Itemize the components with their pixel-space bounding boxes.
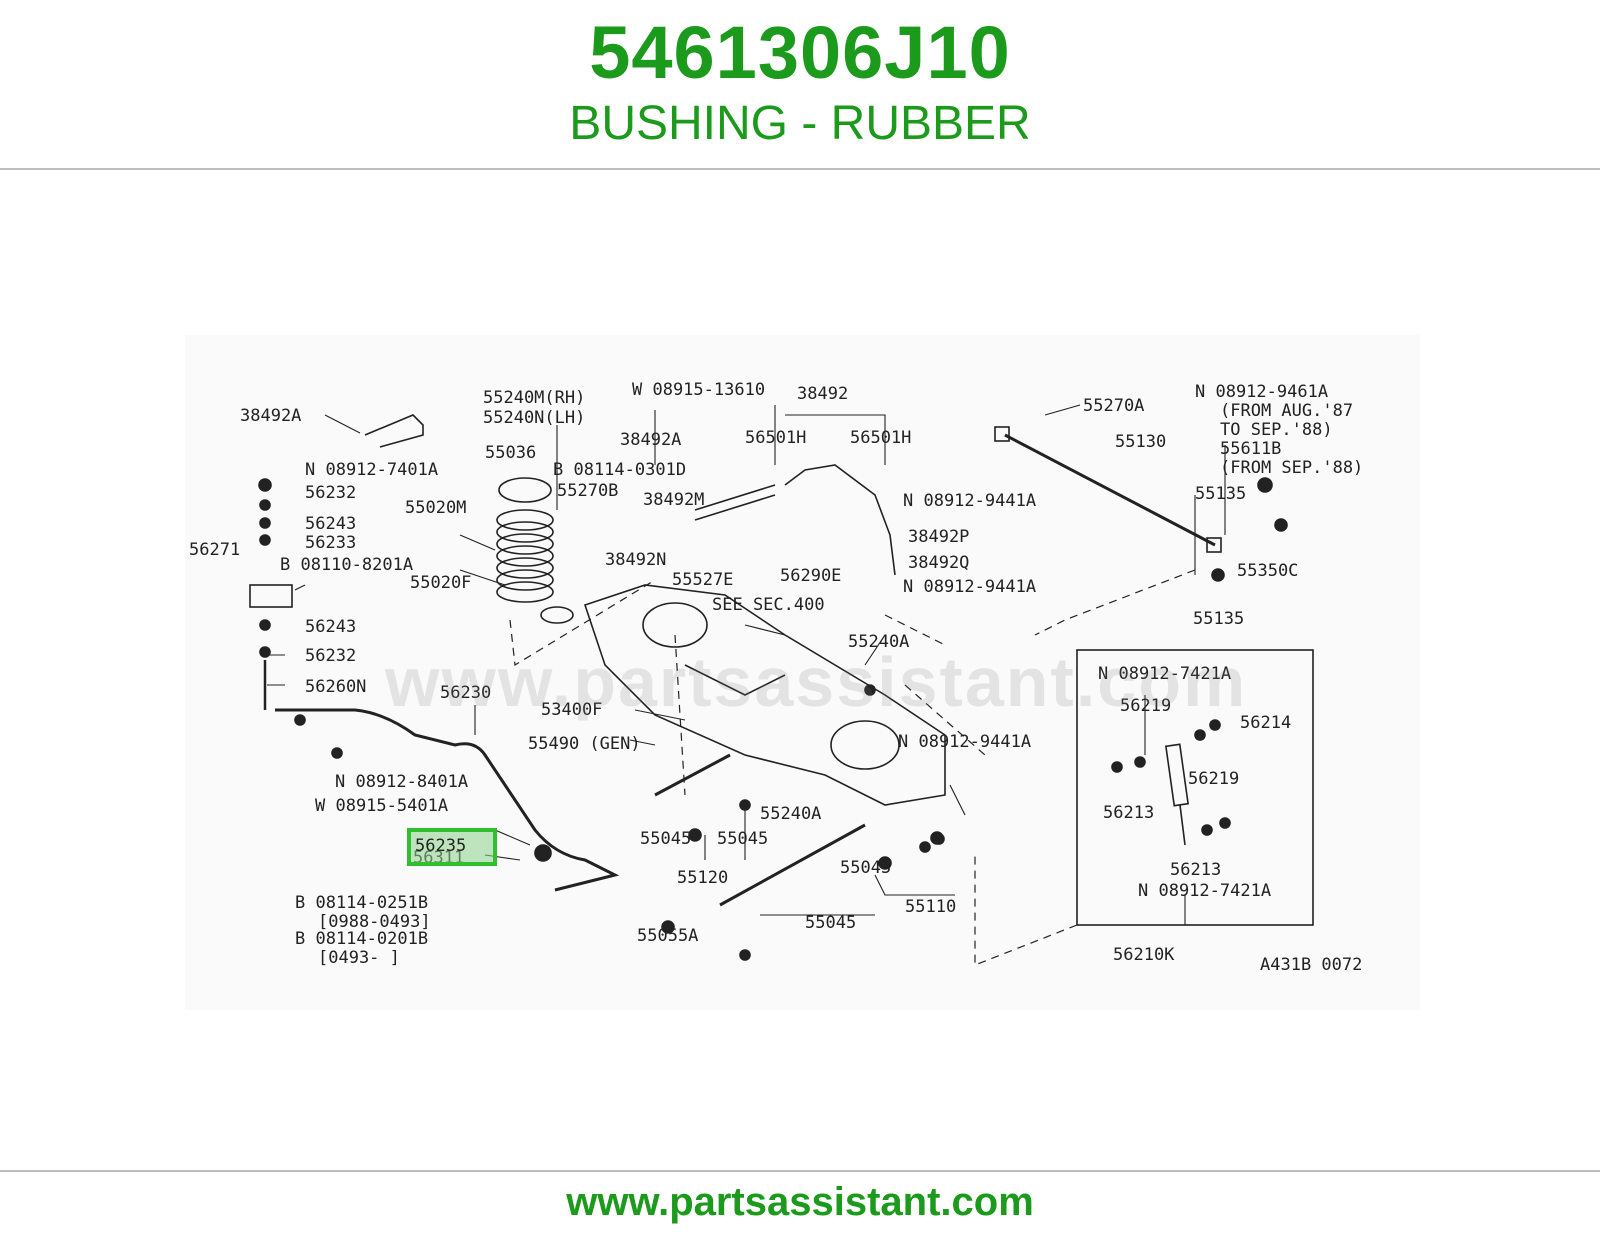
- part-label: 55045: [805, 913, 856, 933]
- part-label: 38492N: [605, 550, 666, 570]
- axle-housing-drawing: [583, 584, 946, 806]
- brake-hose-drawing: [784, 464, 896, 576]
- part-label: N 08912-9441A: [903, 491, 1036, 511]
- lower-link-55110-drawing: [719, 823, 866, 907]
- part-label: 56232: [305, 646, 356, 666]
- part-label: 55020M: [405, 498, 466, 518]
- part-label: 55045: [717, 829, 768, 849]
- part-label: 56271: [189, 540, 240, 560]
- part-label: B 08110-8201A: [280, 555, 413, 575]
- dashed-guides: [509, 569, 1196, 966]
- highlighted-part-56235[interactable]: 56235: [407, 828, 497, 866]
- part-label: 55120: [677, 868, 728, 888]
- part-label: 55270A: [1083, 396, 1144, 416]
- part-label: [0988-0493]: [318, 912, 431, 932]
- coil-spring-drawing: [496, 477, 574, 624]
- highlighted-part-label: 56235: [415, 836, 467, 856]
- part-label: 55135: [1195, 484, 1246, 504]
- part-label: N 08912-7421A: [1098, 664, 1231, 684]
- upper-link-55120-drawing: [654, 753, 731, 797]
- drawing-code: A431B 0072: [1260, 955, 1362, 975]
- part-label: (FROM SEP.'88): [1220, 458, 1363, 478]
- part-label: SEE SEC.400: [712, 595, 825, 615]
- part-label: 56214: [1240, 713, 1291, 733]
- part-name-subtitle: BUSHING - RUBBER: [569, 97, 1031, 150]
- part-label: N 08912-7421A: [1138, 881, 1271, 901]
- part-label: 55490 (GEN): [528, 734, 641, 754]
- part-label: 56219: [1188, 769, 1239, 789]
- part-label: 55130: [1115, 432, 1166, 452]
- part-label: N 08912-9461A: [1195, 382, 1328, 402]
- bracket-56271-drawing: [249, 584, 293, 608]
- part-label: 56501H: [850, 428, 911, 448]
- part-label: 56230: [440, 683, 491, 703]
- part-label: 56219: [1120, 696, 1171, 716]
- lateral-rod-55130-drawing: [1004, 433, 1216, 547]
- part-label: 38492: [797, 384, 848, 404]
- part-label: N 08912-7401A: [305, 460, 438, 480]
- part-label: 56213: [1170, 860, 1221, 880]
- part-label: 55240A: [760, 804, 821, 824]
- part-label: 55240A: [848, 632, 909, 652]
- part-label: [0493- ]: [318, 948, 400, 968]
- part-label: 56260N: [305, 677, 366, 697]
- part-label: 55240N(LH): [483, 408, 585, 428]
- part-label: 55527E: [672, 570, 733, 590]
- part-label: 38492Q: [908, 553, 969, 573]
- part-label: B 08114-0201B: [295, 929, 428, 949]
- shock-inset-box: [1076, 649, 1314, 926]
- part-label: 55036: [485, 443, 536, 463]
- parts-diagram: 38492A 55240M(RH) 55240N(LH) W 08915-136…: [185, 335, 1420, 1010]
- part-label: 56233: [305, 533, 356, 553]
- part-label: 38492M: [643, 490, 704, 510]
- header-divider: [0, 168, 1600, 170]
- part-label: 55045: [840, 858, 891, 878]
- part-label: W 08915-13610: [632, 380, 765, 400]
- part-label: N 08912-9441A: [903, 577, 1036, 597]
- stabilizer-bar-drawing: [275, 708, 620, 892]
- part-label: 55055A: [637, 926, 698, 946]
- part-label: 55350C: [1237, 561, 1298, 581]
- part-label: 56290E: [780, 566, 841, 586]
- leader-lines: [267, 404, 1226, 925]
- part-label: 55110: [905, 897, 956, 917]
- part-label: W 08915-5401A: [315, 796, 448, 816]
- part-label: 56501H: [745, 428, 806, 448]
- part-label: B 08114-0301D: [553, 460, 686, 480]
- part-label: 38492A: [240, 406, 301, 426]
- footer-url-link[interactable]: www.partsassistant.com: [566, 1180, 1034, 1224]
- bracket-38492a-drawing: [364, 414, 424, 448]
- part-label: N 08912-8401A: [335, 772, 468, 792]
- part-label: N 08912-9441A: [898, 732, 1031, 752]
- part-label: 56243: [305, 617, 356, 637]
- part-label: 55135: [1193, 609, 1244, 629]
- part-label: 56243: [305, 514, 356, 534]
- shock-absorber-drawing: [1164, 743, 1190, 807]
- diagram-drawing: [249, 404, 1314, 966]
- part-label: 53400F: [541, 700, 602, 720]
- part-label: 55270B: [557, 481, 618, 501]
- part-label: 55611B: [1220, 439, 1281, 459]
- part-labels: 38492A 55240M(RH) 55240N(LH) W 08915-136…: [189, 380, 1363, 975]
- part-label: 56232: [305, 483, 356, 503]
- part-number-title: 5461306J10: [589, 11, 1011, 94]
- part-label: TO SEP.'88): [1220, 420, 1333, 440]
- part-label: 38492A: [620, 430, 681, 450]
- page-header: 5461306J10 BUSHING - RUBBER: [0, 0, 1600, 168]
- hardware-dots: [258, 477, 1288, 961]
- part-label: B 08114-0251B: [295, 893, 428, 913]
- part-label: 38492P: [908, 527, 969, 547]
- footer-divider: [0, 1170, 1600, 1172]
- part-label: 55020F: [410, 573, 471, 593]
- part-label: 56213: [1103, 803, 1154, 823]
- part-label: 55240M(RH): [483, 388, 585, 408]
- part-label: (FROM AUG.'87: [1220, 401, 1353, 421]
- part-label: 55045: [640, 829, 691, 849]
- part-label: 56210K: [1113, 945, 1175, 965]
